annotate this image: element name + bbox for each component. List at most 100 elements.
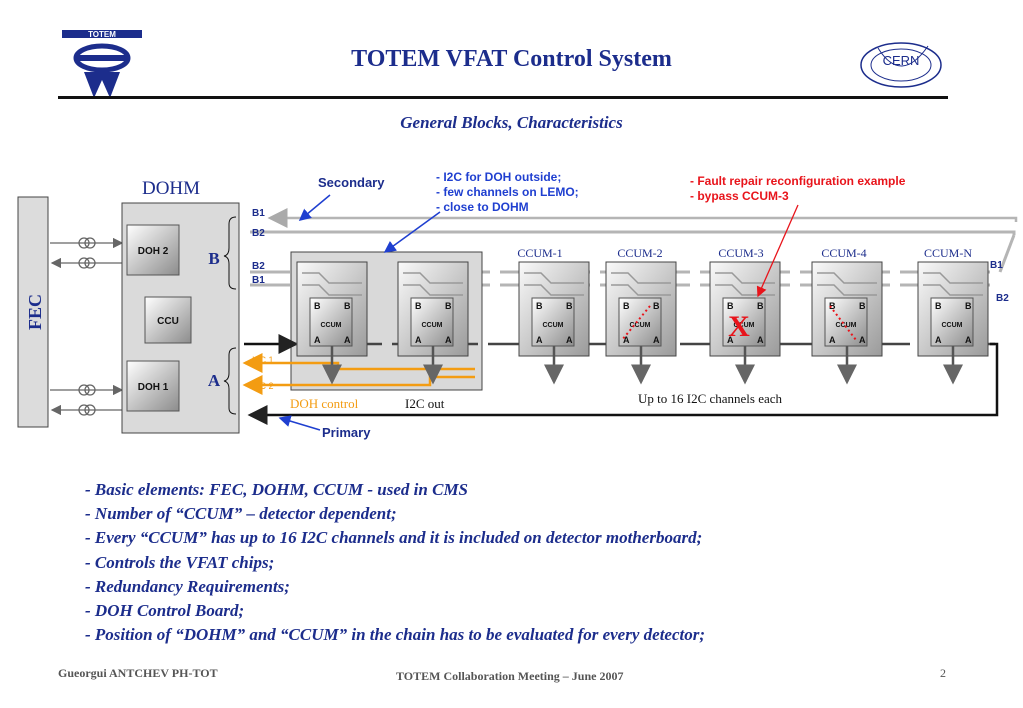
doh1-label: DOH 1	[138, 382, 169, 393]
fault-arrow	[756, 204, 799, 298]
ccum-label: CCUM-N	[924, 246, 972, 260]
svg-text:B2: B2	[996, 293, 1009, 304]
svg-text:B1: B1	[990, 260, 1003, 271]
svg-text:- close to DOHM: - close to DOHM	[436, 200, 529, 214]
ccum-label: CCUM-1	[517, 246, 562, 260]
svg-text:B2: B2	[252, 228, 265, 239]
port-a: A	[965, 335, 972, 345]
ring-b-label: B	[208, 249, 219, 268]
fault-notes: - Fault repair reconfiguration example -…	[690, 174, 906, 203]
port-a: A	[757, 335, 764, 345]
port-b: B	[935, 301, 942, 311]
fault-mark: X	[728, 310, 750, 343]
ccum-label: CCUM-4	[821, 246, 866, 260]
port-a: A	[445, 335, 452, 345]
port-b: B	[445, 301, 452, 311]
page-number: 2	[940, 666, 946, 680]
doh-control-label: DOH control	[290, 396, 359, 411]
slide-subtitle: General Blocks, Characteristics	[400, 113, 623, 132]
footer-author: Gueorgui ANTCHEV PH-TOT	[58, 666, 218, 680]
ccum-inner-label: CCUM	[422, 322, 443, 329]
bullet-item: - Basic elements: FEC, DOHM, CCUM - used…	[85, 480, 469, 499]
bullet-item: - Position of “DOHM” and “CCUM” in the c…	[85, 625, 706, 645]
dohm-title: DOHM	[142, 178, 200, 199]
optical-links	[50, 237, 124, 416]
doh-outside-notes: - I2C for DOH outside; - few channels on…	[436, 170, 579, 214]
bullet-item: - Number of “CCUM” – detector dependent;	[85, 504, 397, 524]
logo-left-text: TOTEM	[88, 30, 116, 39]
port-b: B	[965, 301, 972, 311]
ccu-label: CCU	[157, 316, 179, 327]
svg-text:B2: B2	[252, 261, 265, 272]
ccum-label: CCUM-3	[718, 246, 763, 260]
bullet-item: - Every “CCUM” has up to 16 I2C channels…	[85, 528, 703, 548]
primary-arrow	[278, 415, 321, 431]
ccum-module: CCUM-4BBCCUMAA	[811, 246, 883, 385]
port-b: B	[859, 301, 866, 311]
port-b: B	[314, 301, 321, 311]
port-b: B	[536, 301, 543, 311]
fec-label: FEC	[25, 294, 45, 330]
ring-a-label: A	[208, 371, 221, 390]
port-a: A	[566, 335, 573, 345]
primary-label: Primary	[322, 425, 371, 440]
port-b: B	[653, 301, 660, 311]
bullet-item: - Controls the VFAT chips;	[85, 552, 275, 572]
port-a: A	[653, 335, 660, 345]
ccum-inner-label: CCUM	[543, 322, 564, 329]
port-a: A	[829, 335, 836, 345]
ring-labels: B1 B2 B2 B1 B1 B2	[252, 208, 1009, 304]
port-a: A	[859, 335, 866, 345]
secondary-arrow	[298, 194, 331, 221]
port-b: B	[415, 301, 422, 311]
port-b: B	[623, 301, 630, 311]
i2c1-label: I2C 1	[252, 355, 274, 365]
doh2-label: DOH 2	[138, 246, 169, 257]
port-a: A	[344, 335, 351, 345]
doh-outside-arrow	[383, 211, 441, 253]
ccum-label: CCUM-2	[617, 246, 662, 260]
port-a: A	[623, 335, 630, 345]
svg-text:- bypass CCUM-3: - bypass CCUM-3	[690, 189, 789, 203]
doh1-box	[126, 360, 180, 412]
title-divider	[58, 96, 948, 99]
port-b: B	[757, 301, 764, 311]
channels-label: Up to 16 I2C channels each	[638, 391, 783, 406]
port-a: A	[415, 335, 422, 345]
svg-text:- few channels on LEMO;: - few channels on LEMO;	[436, 185, 579, 199]
cern-logo: CERN	[860, 42, 942, 88]
system-diagram: FEC DOHM DOH 2 CCU DOH 1 B A B1 B2	[17, 170, 1018, 440]
svg-text:- I2C for DOH outside;: - I2C for DOH outside;	[436, 170, 561, 184]
logo-right-text: CERN	[883, 53, 920, 68]
i2c2-label: I2C 2	[252, 381, 274, 391]
secondary-label: Secondary	[318, 175, 385, 190]
ccum-inner-label: CCUM	[630, 322, 651, 329]
port-b: B	[566, 301, 573, 311]
port-b: B	[344, 301, 351, 311]
totem-logo: TOTEM	[62, 30, 142, 98]
doh2-box	[126, 224, 180, 276]
ccum-inner-label: CCUM	[942, 322, 963, 329]
port-a: A	[314, 335, 321, 345]
bullet-item: - DOH Control Board;	[85, 601, 245, 621]
bullet-list: - Basic elements: FEC, DOHM, CCUM - used…	[85, 478, 705, 647]
port-a: A	[536, 335, 543, 345]
dohm-block: DOHM DOH 2 CCU DOH 1 B A	[121, 178, 240, 434]
port-b: B	[829, 301, 836, 311]
port-b: B	[727, 301, 734, 311]
i2c-out-label: I2C out	[405, 396, 445, 411]
svg-text:- Fault repair reconfiguration: - Fault repair reconfiguration example	[690, 174, 906, 188]
ccum-inner-label: CCUM	[321, 322, 342, 329]
ccu-box	[144, 296, 192, 344]
svg-text:B1: B1	[252, 275, 265, 286]
ccum-inner-label: CCUM	[734, 322, 755, 329]
fec-block: FEC	[17, 196, 49, 428]
bullet-item: - Redundancy Requirements;	[85, 576, 290, 596]
svg-text:B1: B1	[252, 208, 265, 219]
